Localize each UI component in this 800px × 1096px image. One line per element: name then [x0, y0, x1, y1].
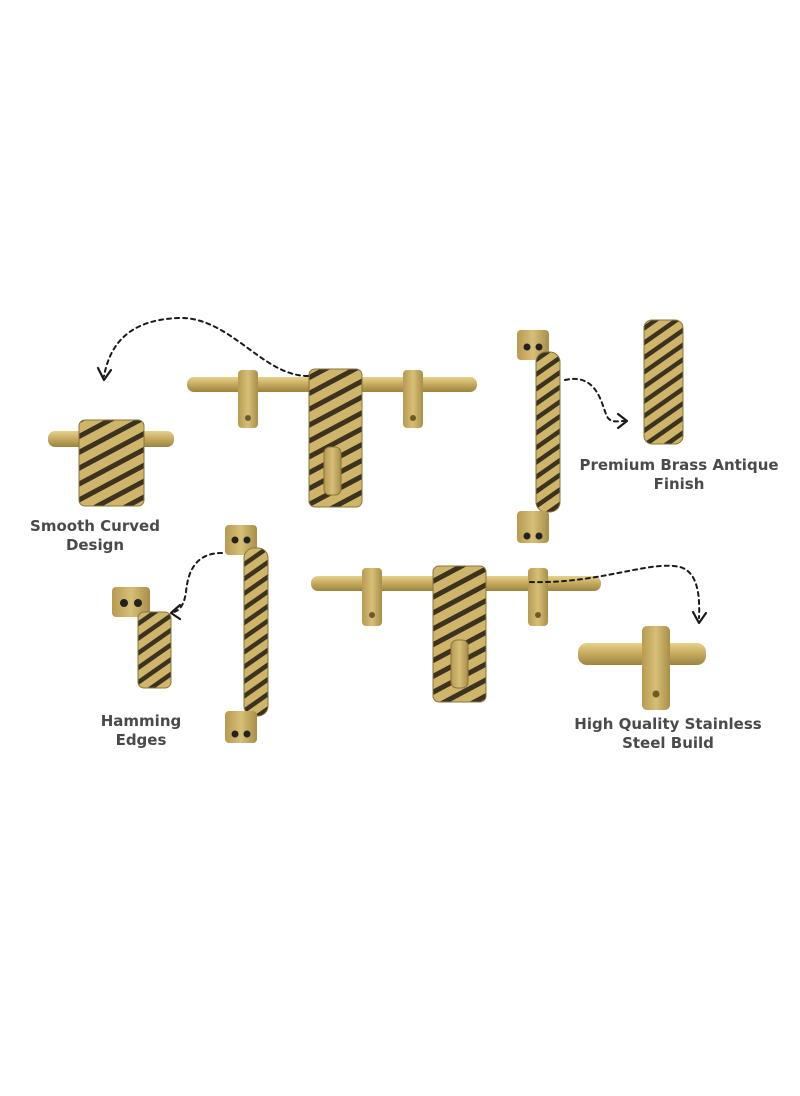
feature-label-steel-build: High Quality Stainless Steel Build [548, 715, 788, 753]
latch-top [187, 368, 477, 508]
arrow-antique-finish [564, 377, 625, 423]
feature-line: Premium Brass Antique [579, 456, 779, 474]
latch-bottom [311, 565, 601, 703]
feature-line: Hamming [100, 712, 182, 730]
arrow-hamming-edges [173, 552, 223, 613]
arrow-steel-build [529, 564, 701, 619]
feature-line: Steel Build [622, 734, 714, 752]
arrow-curved-design [103, 316, 309, 377]
feature-label-curved-design: Smooth Curved Design [20, 517, 170, 555]
closeup-antique-finish [643, 319, 684, 445]
feature-line: Smooth Curved [30, 517, 160, 535]
arrows [103, 316, 701, 619]
feature-line: High Quality Stainless [574, 715, 762, 733]
handle-top-right [517, 330, 561, 543]
closeup-hamming-edges [112, 587, 172, 689]
handle-bottom-left [225, 525, 269, 743]
closeup-steel-build [578, 626, 706, 710]
feature-line: Edges [115, 731, 167, 749]
feature-line: Design [65, 536, 125, 554]
feature-label-antique-finish: Premium Brass Antique Finish [566, 456, 792, 494]
feature-label-hamming-edges: Hamming Edges [76, 712, 206, 750]
feature-line: Finish [653, 475, 705, 493]
closeup-curved-design [48, 419, 174, 507]
arrowheads [96, 366, 708, 625]
